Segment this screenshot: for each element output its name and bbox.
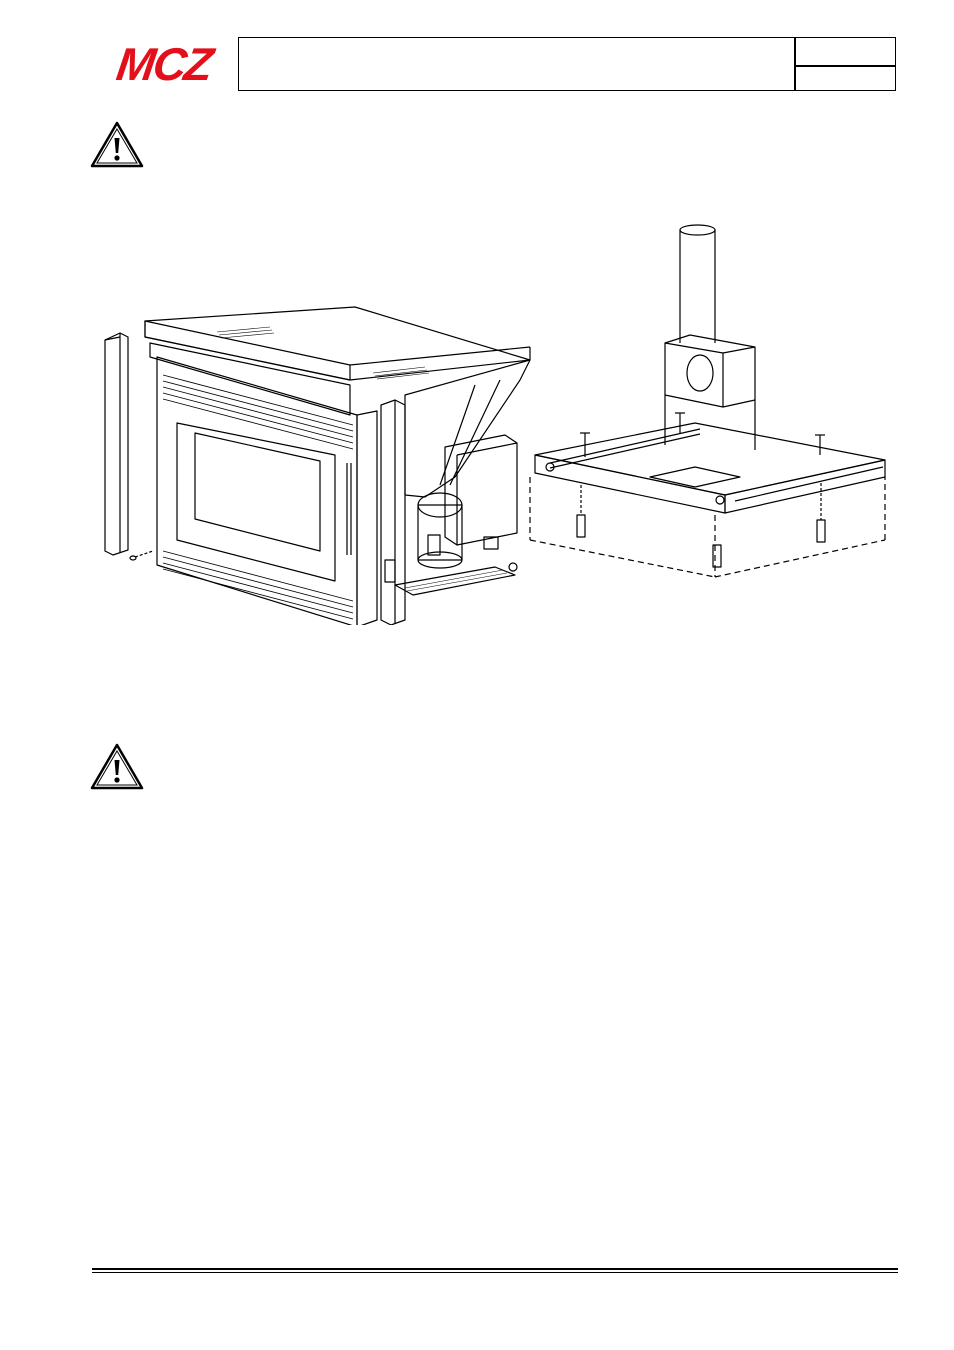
header-box [238,37,896,91]
assembly-diagram [104,224,886,625]
mcz-logo: MCZ [113,38,215,90]
side-trim-left [104,332,129,556]
header-divider [794,37,796,91]
header-divider-horizontal [794,65,896,67]
warning-triangle-icon [90,743,144,790]
header-title [248,52,778,76]
footer-rule [92,1268,898,1270]
warning-triangle-icon [90,121,144,168]
screw-left [129,550,154,561]
stove-insert [144,306,531,625]
footer-rule-thin [92,1272,898,1273]
base-frame-with-flue [529,224,886,578]
